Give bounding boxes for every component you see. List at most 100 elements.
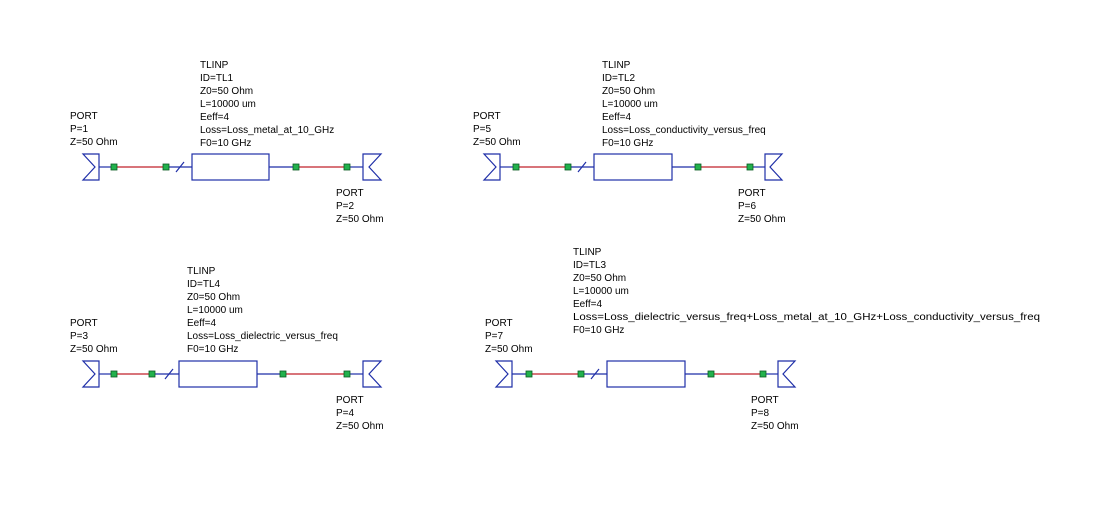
port-number: P=6 bbox=[738, 201, 757, 212]
port-name: PORT bbox=[336, 188, 364, 199]
tlin-eeff: Eeff=4 bbox=[200, 112, 229, 123]
tlin-tl4-slash bbox=[164, 368, 174, 380]
tlin-tl1-label: TLINP ID=TL1 Z0=50 Ohm L=10000 um Eeff=4… bbox=[200, 60, 334, 149]
port-impedance: Z=50 Ohm bbox=[751, 421, 799, 432]
tlin-tl1-slash bbox=[175, 161, 185, 173]
tlin-f0: F0=10 GHz bbox=[200, 138, 251, 149]
connection-node[interactable] bbox=[343, 163, 351, 171]
port-8-symbol[interactable] bbox=[777, 360, 797, 388]
port-impedance: Z=50 Ohm bbox=[485, 344, 533, 355]
port-impedance: Z=50 Ohm bbox=[70, 137, 118, 148]
tlin-tl2-label: TLINP ID=TL2 Z0=50 Ohm L=10000 um Eeff=4… bbox=[602, 60, 766, 149]
port-5-label: PORT P=5 Z=50 Ohm bbox=[473, 111, 521, 148]
tlin-id: ID=TL4 bbox=[187, 279, 221, 290]
connection-node[interactable] bbox=[343, 370, 351, 378]
port-number: P=2 bbox=[336, 201, 355, 212]
port-3-symbol[interactable] bbox=[81, 360, 100, 388]
tlin-f0: F0=10 GHz bbox=[573, 325, 624, 336]
port-5-symbol[interactable] bbox=[482, 153, 501, 181]
port-impedance: Z=50 Ohm bbox=[336, 214, 384, 225]
tlin-tl4-body[interactable] bbox=[178, 360, 258, 388]
connection-node[interactable] bbox=[292, 163, 300, 171]
tlin-tl4-label: TLINP ID=TL4 Z0=50 Ohm L=10000 um Eeff=4… bbox=[187, 266, 338, 355]
port-4-symbol[interactable] bbox=[362, 360, 383, 388]
tlin-eeff: Eeff=4 bbox=[573, 299, 602, 310]
tlin-length: L=10000 um bbox=[200, 99, 256, 110]
tlin-name: TLINP bbox=[200, 60, 229, 71]
tlin-id: ID=TL3 bbox=[573, 260, 607, 271]
tlin-name: TLINP bbox=[187, 266, 216, 277]
circuit-tl1: TLINP ID=TL1 Z0=50 Ohm L=10000 um Eeff=4… bbox=[70, 60, 384, 225]
port-impedance: Z=50 Ohm bbox=[738, 214, 786, 225]
connection-node[interactable] bbox=[694, 163, 702, 171]
tlin-z0: Z0=50 Ohm bbox=[573, 273, 626, 284]
tlin-loss: Loss=Loss_metal_at_10_GHz bbox=[200, 125, 334, 136]
connection-node[interactable] bbox=[759, 370, 767, 378]
port-number: P=5 bbox=[473, 124, 492, 135]
tlin-tl1-body[interactable] bbox=[191, 153, 270, 181]
connection-node[interactable] bbox=[577, 370, 585, 378]
tlin-eeff: Eeff=4 bbox=[602, 112, 631, 123]
port-7-label: PORT P=7 Z=50 Ohm bbox=[485, 318, 533, 355]
connection-node[interactable] bbox=[707, 370, 715, 378]
port-number: P=1 bbox=[70, 124, 89, 135]
connection-node[interactable] bbox=[110, 370, 118, 378]
tlin-length: L=10000 um bbox=[187, 305, 243, 316]
port-2-symbol[interactable] bbox=[362, 153, 383, 181]
tlin-tl3-body[interactable] bbox=[606, 360, 686, 388]
connection-node[interactable] bbox=[110, 163, 118, 171]
circuit-tl3: TLINP ID=TL3 Z0=50 Ohm L=10000 um Eeff=4… bbox=[485, 247, 1040, 432]
connection-node[interactable] bbox=[746, 163, 754, 171]
connection-node[interactable] bbox=[564, 163, 572, 171]
tlin-z0: Z0=50 Ohm bbox=[602, 86, 655, 97]
connection-node[interactable] bbox=[279, 370, 287, 378]
port-name: PORT bbox=[751, 395, 779, 406]
tlin-id: ID=TL1 bbox=[200, 73, 234, 84]
tlin-f0: F0=10 GHz bbox=[602, 138, 653, 149]
port-8-label: PORT P=8 Z=50 Ohm bbox=[751, 395, 799, 432]
tlin-z0: Z0=50 Ohm bbox=[187, 292, 240, 303]
port-name: PORT bbox=[485, 318, 513, 329]
tlin-loss: Loss=Loss_dielectric_versus_freq bbox=[187, 331, 338, 342]
tlin-tl2-body[interactable] bbox=[593, 153, 673, 181]
tlin-length: L=10000 um bbox=[602, 99, 658, 110]
port-impedance: Z=50 Ohm bbox=[336, 421, 384, 432]
tlin-name: TLINP bbox=[573, 247, 602, 258]
tlin-z0: Z0=50 Ohm bbox=[200, 86, 253, 97]
tlin-tl3-slash bbox=[590, 368, 600, 380]
connection-node[interactable] bbox=[162, 163, 170, 171]
port-number: P=7 bbox=[485, 331, 504, 342]
port-2-label: PORT P=2 Z=50 Ohm bbox=[336, 188, 384, 225]
port-1-label: PORT P=1 Z=50 Ohm bbox=[70, 111, 118, 148]
tlin-length: L=10000 um bbox=[573, 286, 629, 297]
port-1-symbol[interactable] bbox=[81, 153, 100, 181]
tlin-tl3-label: TLINP ID=TL3 Z0=50 Ohm L=10000 um Eeff=4… bbox=[573, 247, 1040, 336]
tlin-loss: Loss=Loss_conductivity_versus_freq bbox=[602, 125, 766, 136]
tlin-tl2-slash bbox=[577, 161, 587, 173]
port-impedance: Z=50 Ohm bbox=[473, 137, 521, 148]
port-number: P=8 bbox=[751, 408, 770, 419]
tlin-loss: Loss=Loss_dielectric_versus_freq+Loss_me… bbox=[573, 312, 1040, 323]
port-name: PORT bbox=[473, 111, 501, 122]
port-name: PORT bbox=[336, 395, 364, 406]
port-4-label: PORT P=4 Z=50 Ohm bbox=[336, 395, 384, 432]
tlin-f0: F0=10 GHz bbox=[187, 344, 238, 355]
port-7-symbol[interactable] bbox=[494, 360, 513, 388]
port-3-label: PORT P=3 Z=50 Ohm bbox=[70, 318, 118, 355]
port-name: PORT bbox=[70, 111, 98, 122]
port-6-symbol[interactable] bbox=[764, 153, 784, 181]
connection-node[interactable] bbox=[148, 370, 156, 378]
connection-node[interactable] bbox=[512, 163, 520, 171]
port-impedance: Z=50 Ohm bbox=[70, 344, 118, 355]
tlin-id: ID=TL2 bbox=[602, 73, 636, 84]
tlin-name: TLINP bbox=[602, 60, 631, 71]
port-name: PORT bbox=[738, 188, 766, 199]
circuit-tl2: TLINP ID=TL2 Z0=50 Ohm L=10000 um Eeff=4… bbox=[473, 60, 786, 225]
circuit-tl4: TLINP ID=TL4 Z0=50 Ohm L=10000 um Eeff=4… bbox=[70, 266, 384, 432]
port-number: P=3 bbox=[70, 331, 89, 342]
port-name: PORT bbox=[70, 318, 98, 329]
port-6-label: PORT P=6 Z=50 Ohm bbox=[738, 188, 786, 225]
connection-node[interactable] bbox=[525, 370, 533, 378]
tlin-eeff: Eeff=4 bbox=[187, 318, 216, 329]
